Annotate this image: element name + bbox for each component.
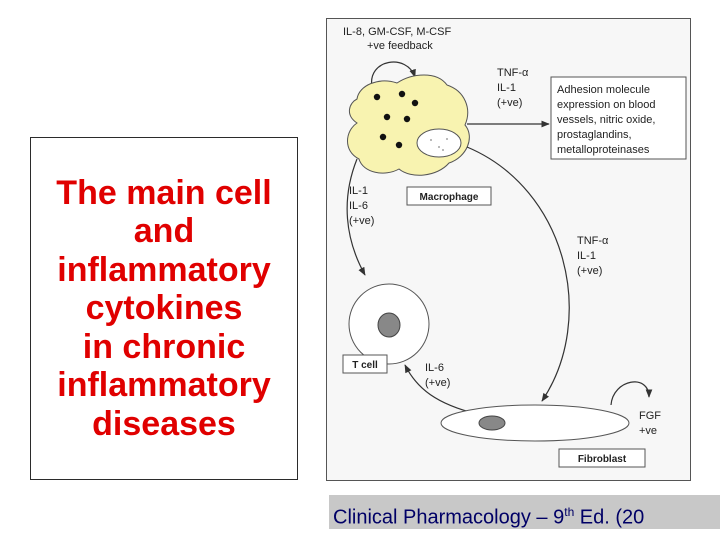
positive-effect-label: (+ve) bbox=[349, 215, 374, 227]
macrophage-nucleus bbox=[416, 128, 462, 158]
effects-line: Adhesion molecule bbox=[557, 84, 650, 96]
effects-box bbox=[550, 76, 687, 160]
positive-effect-label: +ve bbox=[639, 425, 657, 437]
slide-title: The main cell and inflammatory cytokines… bbox=[56, 174, 271, 444]
fgf-feedback-arrow bbox=[610, 381, 653, 406]
il6-label: IL-6 bbox=[425, 362, 444, 374]
macrophage-granule bbox=[395, 141, 403, 149]
positive-effect-label: (+ve) bbox=[497, 97, 522, 109]
positive-effect-label: (+ve) bbox=[425, 377, 450, 389]
macrophage-granule bbox=[383, 113, 391, 121]
diagram-svg: IL-8, GM-CSF, M-CSF +ve feedback TNF-α I… bbox=[342, 26, 687, 468]
tnf-alpha-label: TNF-α bbox=[577, 235, 609, 247]
il1-label: IL-1 bbox=[349, 185, 368, 197]
macrophage-granule bbox=[379, 133, 387, 141]
feedback-loop-arrow bbox=[371, 61, 416, 88]
feedback-type-label: +ve feedback bbox=[367, 40, 433, 52]
positive-effect-label: (+ve) bbox=[577, 265, 602, 277]
title-line: inflammatory bbox=[57, 250, 271, 289]
effects-line: metalloproteinases bbox=[557, 144, 650, 156]
macrophage-label: Macrophage bbox=[420, 192, 479, 203]
macrophage-to-fibroblast-arrow bbox=[466, 146, 570, 402]
citation-superscript: th bbox=[564, 505, 575, 519]
nucleus-dot bbox=[438, 146, 440, 148]
il1-label: IL-1 bbox=[577, 250, 596, 262]
feedback-cytokines-label: IL-8, GM-CSF, M-CSF bbox=[343, 26, 451, 38]
title-line: in chronic bbox=[82, 327, 246, 366]
effects-line: vessels, nitric oxide, bbox=[557, 114, 655, 126]
title-line: inflammatory bbox=[57, 366, 271, 405]
nucleus-dot bbox=[430, 139, 432, 141]
cytokine-diagram: IL-8, GM-CSF, M-CSF +ve feedback TNF-α I… bbox=[326, 18, 691, 481]
macrophage-granule bbox=[373, 93, 381, 101]
macrophage-granule bbox=[411, 99, 419, 107]
tcell-nucleus bbox=[377, 312, 401, 338]
effects-line: prostaglandins, bbox=[557, 129, 632, 141]
fibroblast-nucleus bbox=[478, 415, 506, 431]
effects-line: expression on blood bbox=[557, 99, 655, 111]
title-line: and bbox=[133, 212, 195, 251]
tcell-label-box bbox=[342, 354, 388, 374]
il6-label: IL-6 bbox=[349, 200, 368, 212]
citation: Clinical Pharmacology – 9th Ed. (20 bbox=[329, 495, 720, 529]
tnf-alpha-label: TNF-α bbox=[497, 67, 529, 79]
fibroblast-label-box bbox=[558, 448, 646, 468]
fibroblast-label: Fibroblast bbox=[578, 454, 627, 465]
macrophage-granule bbox=[398, 90, 406, 98]
citation-suffix: Ed. (20 bbox=[574, 506, 645, 529]
title-line: The main cell bbox=[56, 173, 272, 212]
macrophage-cell bbox=[347, 74, 470, 176]
title-box: The main cell and inflammatory cytokines… bbox=[30, 137, 298, 480]
title-line: diseases bbox=[92, 404, 236, 443]
tcell-label: T cell bbox=[352, 360, 378, 371]
citation-prefix: Clinical Pharmacology – 9 bbox=[333, 506, 565, 529]
macrophage-granule bbox=[403, 115, 411, 123]
il1-label: IL-1 bbox=[497, 82, 516, 94]
nucleus-dot bbox=[446, 138, 448, 140]
fgf-label: FGF bbox=[639, 410, 661, 422]
macrophage-to-tcell-arrow bbox=[346, 158, 366, 276]
nucleus-dot bbox=[442, 149, 444, 151]
macrophage-label-box bbox=[406, 186, 492, 206]
title-line: cytokines bbox=[85, 289, 243, 328]
fibroblast-cell bbox=[440, 404, 630, 442]
